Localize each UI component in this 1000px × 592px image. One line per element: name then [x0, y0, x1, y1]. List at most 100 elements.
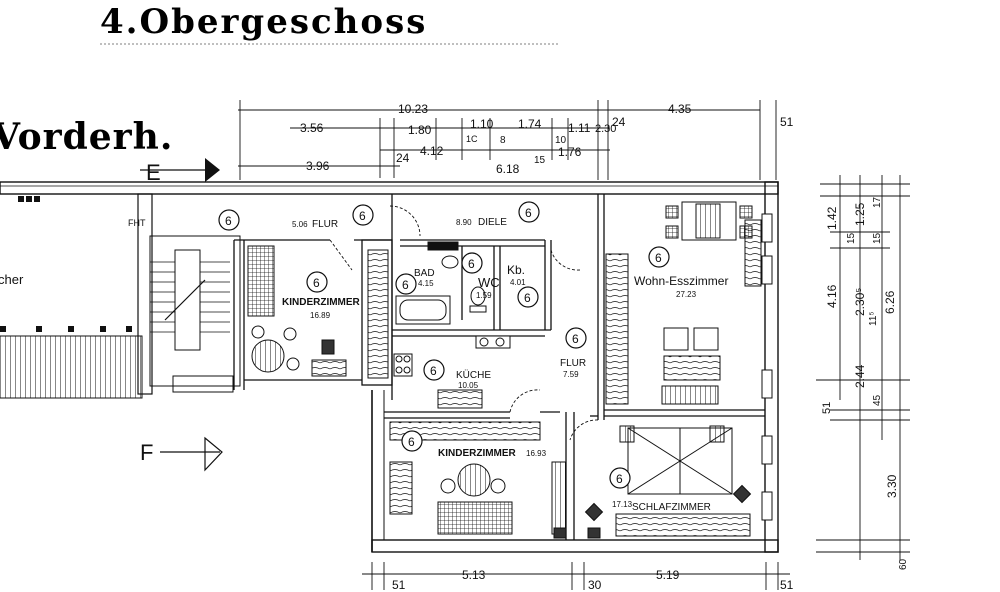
svg-text:10: 10: [555, 135, 567, 146]
svg-text:30: 30: [588, 578, 602, 592]
svg-text:15: 15: [846, 232, 857, 244]
dimension-lines-top: [238, 100, 777, 180]
unit-marker: 6: [395, 273, 417, 295]
built-in-cabinets: [247, 219, 762, 537]
schlaf-area: 17.13: [612, 500, 633, 509]
kinder2-area: 16.93: [526, 449, 547, 458]
svg-text:F: F: [140, 440, 153, 465]
svg-text:1C: 1C: [466, 134, 478, 144]
svg-text:6: 6: [225, 214, 232, 228]
svg-text:2.30⁵: 2.30⁵: [853, 288, 867, 316]
svg-text:6: 6: [468, 257, 475, 271]
svg-text:51: 51: [392, 578, 406, 592]
svg-text:4.16: 4.16: [825, 284, 839, 308]
wohn-name: Wohn-Esszimmer: [634, 274, 728, 288]
svg-text:1.74: 1.74: [518, 117, 542, 131]
dimension-labels-right: 1.42 1.25 17 15 15 4.16 2.30⁵ 11⁵ 6.26 2…: [821, 196, 909, 570]
unit-marker: 6: [218, 209, 240, 231]
svg-text:3.30: 3.30: [885, 474, 899, 498]
svg-text:15: 15: [534, 155, 546, 166]
schlaf-name: SCHLAFZIMMER: [632, 502, 711, 513]
unit-marker: 6: [352, 204, 374, 226]
svg-text:E: E: [146, 160, 161, 185]
building-part-label: Vorderh.: [0, 116, 174, 158]
neighbor-room-label: cher: [0, 272, 24, 287]
kinder2-name: KINDERZIMMER: [438, 448, 517, 459]
kinder1-name: KINDERZIMMER: [282, 297, 361, 308]
interior-walls: [233, 194, 765, 540]
section-marker-e: E: [140, 158, 220, 185]
svg-text:6: 6: [572, 332, 579, 346]
fht-label: FHT: [128, 218, 146, 228]
flur2-name: FLUR: [560, 358, 586, 369]
svg-text:51: 51: [821, 402, 833, 414]
door-swings: [329, 205, 599, 441]
svg-text:6: 6: [655, 251, 662, 265]
svg-text:5.19: 5.19: [656, 568, 680, 582]
svg-text:1.42: 1.42: [825, 206, 839, 230]
svg-text:5.13: 5.13: [462, 568, 486, 582]
svg-text:60: 60: [898, 558, 909, 570]
balcony-hatch: [0, 335, 143, 399]
svg-text:6: 6: [430, 364, 437, 378]
dimension-lines-bottom: [362, 562, 790, 590]
svg-text:51: 51: [780, 578, 794, 592]
svg-text:4.35: 4.35: [668, 102, 692, 116]
kueche-name: KÜCHE: [456, 369, 491, 381]
svg-text:2.30: 2.30: [595, 123, 616, 135]
dimension-lines-right: [816, 175, 910, 560]
svg-text:3.96: 3.96: [306, 159, 330, 173]
stairwell: [137, 193, 241, 395]
diele-area: 8.90: [456, 218, 472, 227]
svg-text:6: 6: [402, 278, 409, 292]
svg-text:3.56: 3.56: [300, 121, 324, 135]
svg-text:6: 6: [616, 472, 623, 486]
svg-text:2.44: 2.44: [853, 364, 867, 388]
floor-title: 4.Obergeschoss: [100, 2, 428, 42]
svg-text:6: 6: [359, 209, 366, 223]
svg-text:1.10: 1.10: [470, 117, 494, 131]
svg-text:1.11: 1.11: [568, 121, 591, 135]
svg-text:6: 6: [524, 291, 531, 305]
diele-name: DIELE: [478, 217, 507, 228]
unit-marker: 6: [306, 271, 328, 293]
windows-right: [761, 213, 773, 521]
svg-text:6.18: 6.18: [496, 162, 520, 176]
svg-text:6: 6: [313, 276, 320, 290]
svg-text:24: 24: [612, 115, 626, 129]
kb-name: Kb.: [507, 263, 525, 277]
wc-area: 1.59: [476, 291, 492, 300]
svg-text:11⁵: 11⁵: [868, 311, 879, 326]
kueche-area: 10.05: [458, 381, 479, 390]
furniture: [251, 201, 753, 539]
dimension-labels-bottom: 51 5.13 30 5.19 51: [392, 568, 794, 592]
svg-text:1.80: 1.80: [408, 123, 432, 137]
flur2-area: 7.59: [563, 370, 579, 379]
unit-marker: 6: [518, 201, 540, 223]
kinder1-area: 16.89: [310, 311, 331, 320]
unit-marker: 6: [423, 359, 445, 381]
dimension-labels-top: 10.23 4.35 3.56 1.80 1.10 1C 8 1.74 10 1…: [300, 102, 794, 176]
svg-text:45: 45: [872, 394, 883, 406]
bad-area: 4.15: [418, 279, 434, 288]
svg-text:6: 6: [408, 435, 415, 449]
unit-marker: 6: [401, 430, 423, 452]
svg-text:1.76: 1.76: [558, 145, 582, 159]
svg-text:15: 15: [872, 232, 883, 244]
wohn-area: 27.23: [676, 290, 697, 299]
unit-markers: 6 6 6 6 6 6 6 6 6 6 6 6: [218, 201, 670, 489]
unit-marker: 6: [517, 286, 539, 308]
svg-text:51: 51: [780, 115, 794, 129]
unit-marker: 6: [461, 252, 483, 274]
unit-marker: 6: [565, 327, 587, 349]
wc-name: WC: [478, 275, 500, 290]
flur1-name: FLUR: [312, 219, 338, 230]
svg-text:17: 17: [872, 196, 883, 208]
svg-text:6: 6: [525, 206, 532, 220]
window-marks-left: [0, 196, 132, 332]
room-labels: 5.06 FLUR 8.90 DIELE KINDERZIMMER 16.89 …: [282, 217, 728, 513]
flur1-area: 5.06: [292, 220, 308, 229]
kb-area: 4.01: [510, 278, 526, 287]
svg-text:1.25: 1.25: [853, 202, 867, 226]
